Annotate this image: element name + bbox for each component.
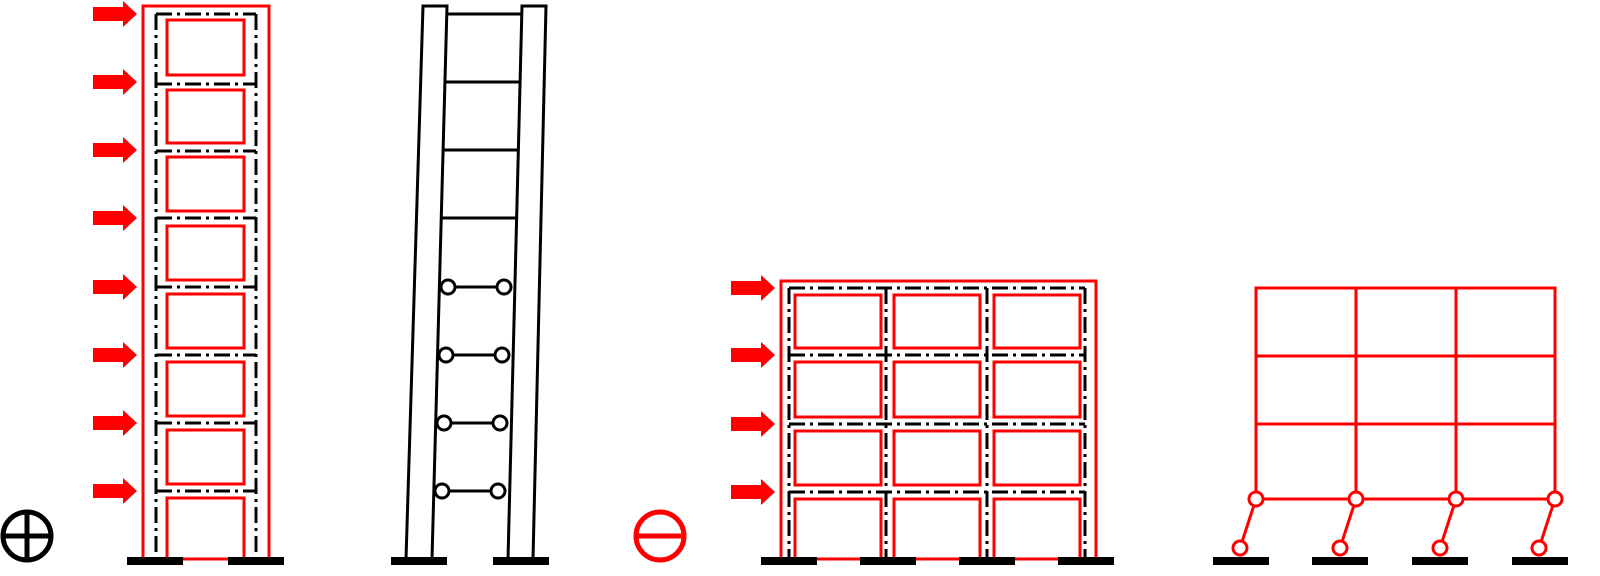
tall-frame-loaded: [93, 1, 284, 565]
low-frame-loaded: [731, 275, 1114, 565]
tall-frame-deformed: [391, 4, 549, 565]
low-frame-pinned-base: [1213, 286, 1568, 565]
circle-plus-icon: [0, 509, 54, 563]
load-arrows: [93, 1, 137, 504]
load-arrows: [731, 275, 775, 505]
circle-minus-icon: [633, 509, 687, 563]
